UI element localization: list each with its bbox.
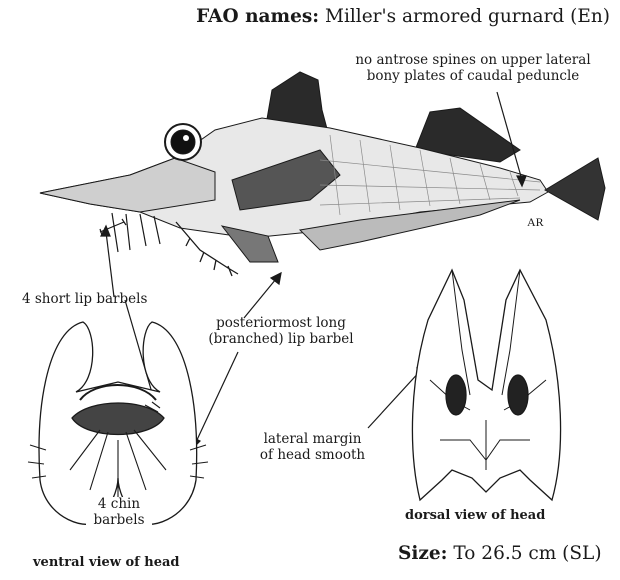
caudal-fin	[545, 158, 605, 220]
chin-barbels-label: 4 chin barbels	[86, 497, 152, 528]
ventral-head-view	[28, 322, 208, 524]
caudal-spines-label-line1: no antrose spines on upper lateral	[335, 53, 611, 69]
dorsal-view-caption: dorsal view of head	[405, 509, 545, 524]
caudal-spines-label-line2: bony plates of caudal peduncle	[335, 69, 611, 85]
short-lip-barbels-label: 4 short lip barbels	[22, 292, 147, 308]
dorsal-head-view	[412, 270, 560, 500]
chin-barbels-label-line1: 4 chin	[86, 497, 152, 513]
head-margin-label: lateral margin of head smooth	[255, 432, 370, 463]
long-lip-barbel-label-line1: posteriormost long	[196, 316, 366, 332]
left-eye-socket	[446, 375, 466, 415]
head-margin-label-line2: of head smooth	[255, 448, 370, 464]
lip-barbels	[112, 213, 160, 252]
size-line: Size: To 26.5 cm (SL)	[398, 543, 602, 564]
size-label: Size:	[398, 543, 448, 564]
right-eye-socket	[508, 375, 528, 415]
head-margin-label-line1: lateral margin	[255, 432, 370, 448]
long-lip-barbel-label: posteriormost long (branched) lip barbel	[196, 316, 366, 347]
size-value: To 26.5 cm (SL)	[453, 543, 601, 564]
long-lip-barbel-label-line2: (branched) lip barbel	[196, 332, 366, 348]
caudal-spines-label: no antrose spines on upper lateral bony …	[335, 53, 611, 84]
chin-barbels-label-line2: barbels	[86, 513, 152, 529]
artist-signature: AR	[527, 215, 544, 229]
ventral-view-caption: ventral view of head	[33, 556, 180, 571]
